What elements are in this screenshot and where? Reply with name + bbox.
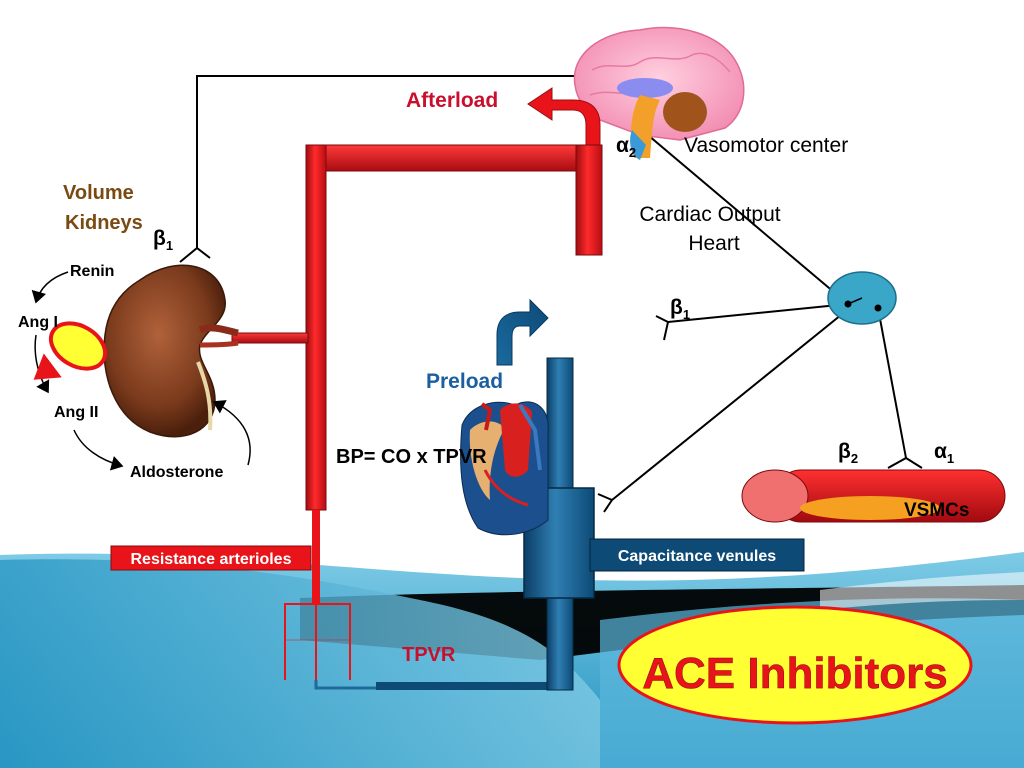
ang-i-label: Ang I — [18, 314, 58, 331]
title-oval — [617, 605, 973, 725]
brain-image — [573, 26, 745, 160]
capacitance-venules-box — [589, 538, 805, 572]
blood-vessel-image — [741, 469, 1006, 523]
vasomotor-node — [827, 271, 897, 325]
kidneys-label: Kidneys — [65, 212, 143, 234]
preload-label: Preload — [426, 370, 503, 393]
alpha1-label: α1 — [934, 440, 954, 466]
kidney-image — [103, 264, 239, 438]
heart-label: Heart — [688, 232, 740, 255]
title-text: ACE Inhibitors — [642, 649, 948, 698]
beta1-heart-label: β1 — [670, 296, 690, 322]
cardiac-output-label: Cardiac Output — [639, 203, 780, 226]
heart-image — [460, 401, 549, 536]
resistance-arterioles-box — [110, 545, 312, 571]
resistance-arterioles-label: Resistance arterioles — [131, 551, 292, 568]
volume-label: Volume — [63, 182, 134, 204]
arterial-pipe — [231, 144, 603, 680]
alpha2-label: α2 — [616, 134, 636, 160]
vasomotor-center-label: Vasomotor center — [684, 134, 848, 157]
renin-label: Renin — [70, 263, 114, 280]
tpvr-label: TPVR — [402, 644, 456, 666]
sympathetic-pathways — [179, 75, 923, 513]
afterload-arrow — [527, 87, 601, 156]
afterload-label: Afterload — [406, 89, 498, 112]
bp-equation-label: BP= CO x TPVR — [336, 446, 487, 468]
aldosterone-label: Aldosterone — [130, 464, 223, 481]
ace-enzyme-oval — [48, 321, 108, 371]
capacitance-venules-label: Capacitance venules — [618, 548, 776, 565]
preload-arrow — [496, 298, 549, 366]
beta1-kidney-label: β1 — [153, 227, 173, 253]
beta2-label: β2 — [838, 440, 858, 466]
ace-block-arrow — [33, 353, 62, 380]
vsmcs-label: VSMCs — [904, 500, 969, 521]
ang-ii-label: Ang II — [54, 404, 98, 421]
